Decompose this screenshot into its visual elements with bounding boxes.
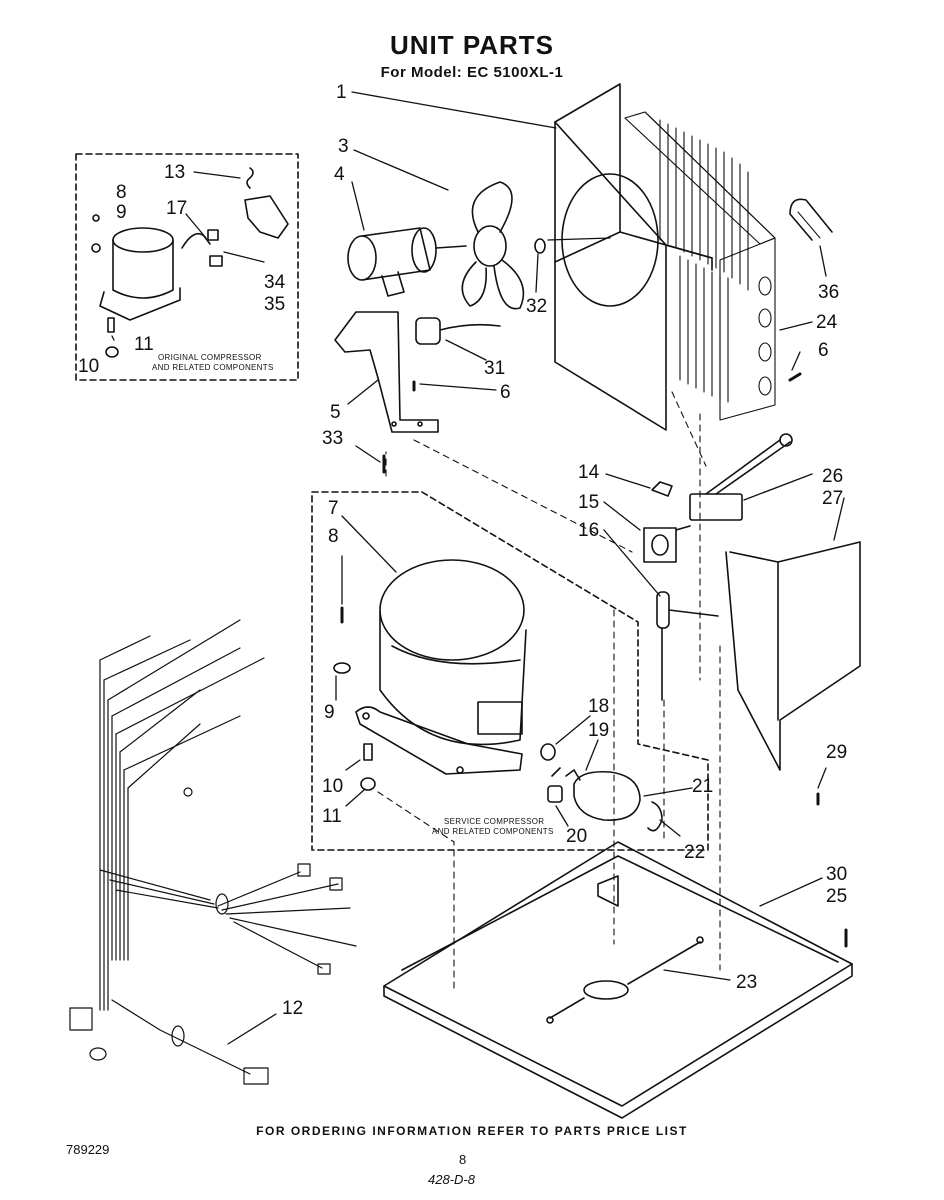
- callout-25: 25: [826, 886, 847, 907]
- callout-36: 36: [818, 282, 839, 303]
- callout-21: 21: [692, 776, 713, 797]
- original-compressor-box: [75, 153, 299, 381]
- motor-bracket: [334, 311, 439, 433]
- callout-11-top: 11: [134, 334, 154, 355]
- callout-26: 26: [822, 466, 843, 487]
- service-compressor-box: [311, 491, 709, 851]
- terminal-block: [689, 433, 793, 521]
- callout-16: 16: [578, 520, 599, 541]
- callout-29: 29: [826, 742, 847, 763]
- condenser-coil: [624, 111, 776, 421]
- document-number: 789229: [66, 1142, 110, 1157]
- callout-27: 27: [822, 488, 843, 509]
- service-box-caption-2: AND RELATED COMPONENTS: [432, 827, 554, 836]
- callout-13: 13: [164, 162, 185, 183]
- callout-32: 32: [526, 296, 547, 317]
- cover-panel: [725, 541, 861, 771]
- callout-35: 35: [264, 294, 285, 315]
- run-capacitor: [573, 770, 663, 832]
- callout-5: 5: [330, 402, 341, 423]
- callout-8-top: 8: [116, 182, 127, 203]
- motor-connector: [415, 317, 501, 345]
- callout-9-top: 9: [116, 202, 127, 223]
- callout-10-low: 10: [322, 776, 343, 797]
- service-box-caption-1: SERVICE COMPRESSOR: [444, 817, 544, 826]
- service-compressor: [355, 559, 527, 775]
- callout-20: 20: [566, 826, 587, 847]
- callout-4: 4: [334, 164, 345, 185]
- callout-3: 3: [338, 136, 349, 157]
- callout-1: 1: [336, 82, 347, 103]
- page-number: 8: [459, 1152, 467, 1167]
- original-box-caption-2: AND RELATED COMPONENTS: [152, 363, 274, 372]
- wiring-harness: [69, 619, 357, 1085]
- callout-24: 24: [816, 312, 838, 333]
- callout-6-right: 6: [818, 340, 829, 361]
- callout-23: 23: [736, 972, 757, 993]
- callout-15: 15: [578, 492, 599, 513]
- callout-33: 33: [322, 428, 343, 449]
- base-pan: [383, 841, 853, 1119]
- callout-9-low: 9: [324, 702, 335, 723]
- callout-11-low: 11: [322, 806, 342, 827]
- callout-30: 30: [826, 864, 847, 885]
- callout-numbers: 1 3 4 13 8 9 17 34 35 10 11 32 36 24 6 3…: [78, 82, 847, 1019]
- handwritten-reference: 428-D-8: [428, 1172, 475, 1187]
- callout-6-mid: 6: [500, 382, 511, 403]
- page-title: UNIT PARTS: [389, 30, 555, 60]
- fan-blade: [461, 181, 546, 310]
- ordering-note: FOR ORDERING INFORMATION REFER TO PARTS …: [256, 1124, 688, 1138]
- callout-7: 7: [328, 498, 339, 519]
- original-box-caption-1: ORIGINAL COMPRESSOR: [158, 353, 262, 362]
- callout-22: 22: [684, 842, 705, 863]
- callout-10-top: 10: [78, 356, 99, 377]
- callout-31: 31: [484, 358, 505, 379]
- callout-12: 12: [282, 998, 303, 1019]
- callout-34: 34: [264, 272, 286, 293]
- callout-17: 17: [166, 198, 187, 219]
- callout-8-low: 8: [328, 526, 339, 547]
- callout-18: 18: [588, 696, 609, 717]
- model-subtitle: For Model: EC 5100XL-1: [380, 64, 564, 81]
- callout-14: 14: [578, 462, 600, 483]
- callout-19: 19: [588, 720, 609, 741]
- original-compressor-icon: [91, 167, 289, 358]
- relay-assembly: [643, 481, 719, 701]
- u-tube: [789, 198, 833, 241]
- fan-motor: [347, 227, 467, 297]
